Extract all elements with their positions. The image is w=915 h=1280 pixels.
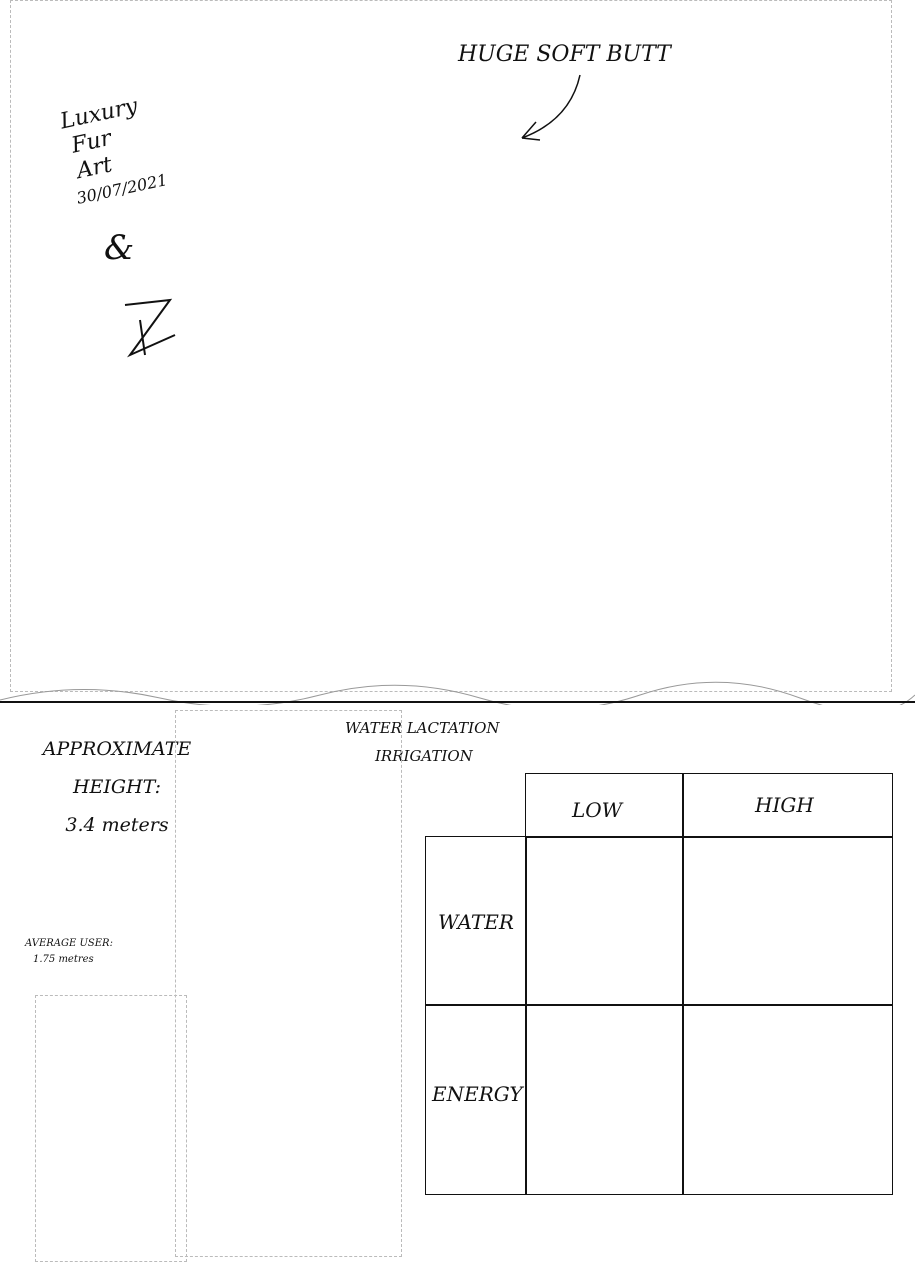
lactation-label: WATER LACTATION IRRIGATION [345,714,500,770]
lactation-label-line-1: WATER LACTATION [345,719,500,737]
lactation-label-line-2: IRRIGATION [375,747,473,765]
cell-energy-high [682,1004,893,1195]
grass-ground-line [0,681,915,705]
co-artist-logo-icon [124,298,176,358]
character-figure-placeholder [175,710,402,1257]
table-header-low [525,773,684,838]
ampersand: & [104,228,135,268]
cell-water-low [525,836,684,1006]
user-value: 1.75 metres [33,954,94,965]
column-label-high: HIGH [755,793,814,817]
cell-water-high [682,836,893,1006]
average-user-figure-placeholder [35,995,187,1262]
scene-illustration-placeholder [10,0,892,692]
height-line-1: APPROXIMATE [42,738,192,760]
table-row-energy [425,1004,527,1195]
height-line-2: HEIGHT: [72,776,162,798]
table-row-water [425,836,527,1006]
row-label-water: WATER [438,910,514,934]
user-label: AVERAGE USER: [25,938,113,949]
butt-label: HUGE SOFT BUTT [458,42,671,67]
arrow-icon [521,74,581,141]
row-label-energy: ENERGY [432,1082,523,1106]
height-value: 3.4 meters [65,814,169,836]
cell-energy-low [525,1004,684,1195]
table-header-high [682,773,893,838]
average-user-label: AVERAGE USER: 1.75 metres [25,936,113,968]
column-label-low: LOW [572,798,623,822]
height-heading: APPROXIMATE HEIGHT: 3.4 meters [42,730,192,844]
